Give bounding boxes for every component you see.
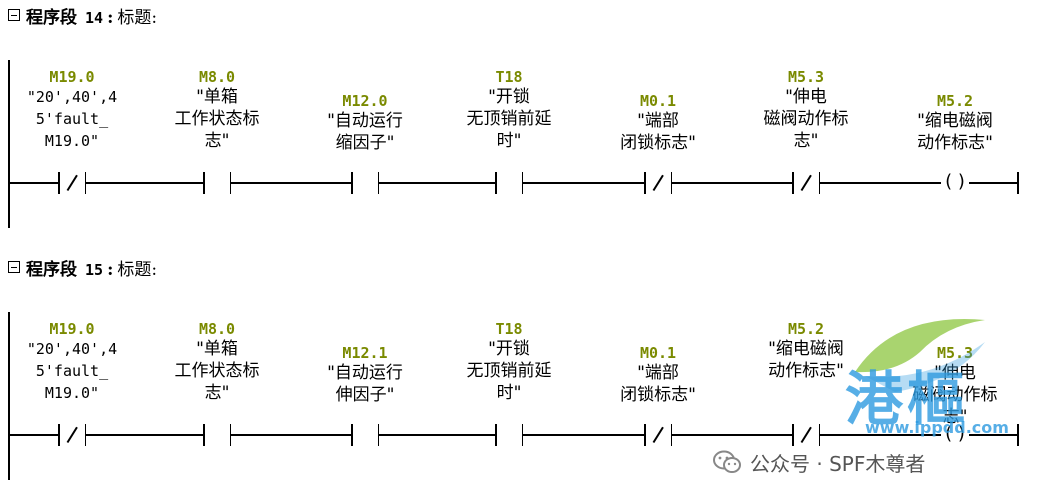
nc-contact-icon [58,424,86,446]
rung-wire [86,434,203,436]
rung-end-tick [1017,424,1019,446]
element-symbol: "端部 闭锁标志" [620,111,696,153]
nc-contact-icon [58,172,86,194]
rung-wire [231,182,351,184]
element-address: T18 [495,68,523,86]
element-symbol: "单箱 工作状态标 志" [174,87,260,151]
contact-normally-open[interactable]: M12.0"自动运行 缩因子" [290,0,440,200]
no-contact-icon [495,424,523,446]
rung-wire [969,434,1017,436]
contact-normally-open[interactable]: M8.0"单箱 工作状态标 志" [142,0,292,200]
rung-wire [672,434,792,436]
network-header: 程序段 15:标题: [8,252,157,282]
rung-wire [820,182,941,184]
network-title: 程序段 15:标题: [26,255,157,280]
element-address: M12.0 [342,92,388,110]
element-address: M19.0 [49,320,95,338]
element-symbol: "缩电磁阀 动作标志" [917,111,993,153]
rung-wire [86,182,203,184]
contact-normally-closed[interactable]: M0.1"端部 闭锁标志" [583,252,733,452]
element-symbol: "伸电 磁阀动作标 志" [912,363,998,427]
rung-wire [523,182,644,184]
rung-wire [231,434,351,436]
ladder-rung: M19.0 "20',40',4 5'fault_ M19.0" M8.0"单箱 工… [0,252,1049,482]
element-address: M5.2 [787,320,825,338]
element-symbol: "端部 闭锁标志" [620,363,696,405]
footer-attribution: 公众号 · SPF木尊者 [712,448,925,476]
element-address: T18 [495,320,523,338]
collapse-toggle-icon[interactable] [8,261,20,273]
network-title-text[interactable]: 标题: [117,259,158,280]
element-address: M8.0 [198,320,236,338]
network-title: 程序段 14:标题: [26,3,157,28]
contact-normally-open[interactable]: T18"开锁 无顶销前延 时" [434,0,584,200]
wechat-icon [713,450,741,473]
power-rail-left [8,60,10,228]
rung-wire [969,182,1017,184]
contact-normally-closed[interactable]: M19.0 "20',40',4 5'fault_ M19.0" [0,252,147,452]
contact-normally-open[interactable]: M12.1"自动运行 伸因子" [290,252,440,452]
rung-wire [379,182,495,184]
rung-wire [379,434,495,436]
rung-wire [672,182,792,184]
element-symbol: "开锁 无顶销前延 时" [466,339,552,403]
nc-contact-icon [644,424,672,446]
power-rail-left [8,312,10,480]
rung-wire [10,434,58,436]
ladder-coil[interactable]: M5.2"缩电磁阀 动作标志" ( ) [880,0,1030,200]
network-number: 15 [85,260,104,279]
element-address: M8.0 [198,68,236,86]
element-address: M0.1 [639,344,677,362]
nc-contact-icon [792,424,820,446]
no-contact-icon [495,172,523,194]
network-title-text[interactable]: 标题: [117,7,158,28]
element-address: M5.3 [936,344,974,362]
element-symbol: "单箱 工作状态标 志" [174,339,260,403]
rung-end-tick [1017,172,1019,194]
contact-normally-closed[interactable]: M5.3"伸电 磁阀动作标 志" [731,0,881,200]
no-contact-icon [203,424,231,446]
contact-normally-closed[interactable]: M19.0 "20',40',4 5'fault_ M19.0" [0,0,147,200]
element-symbol: "20',40',4 5'fault_ M19.0" [26,88,118,150]
network-label: 程序段 [26,7,77,28]
nc-contact-icon [644,172,672,194]
network-colon: : [107,7,114,28]
footer-text: 公众号 · SPF木尊者 [750,451,926,476]
element-address: M12.1 [342,344,388,362]
coil-icon: ( ) [945,423,965,444]
network-number: 14 [85,8,104,27]
element-address: M5.2 [936,92,974,110]
element-symbol: "自动运行 伸因子" [327,363,403,405]
rung-wire [10,182,58,184]
collapse-toggle-icon[interactable] [8,9,20,21]
no-contact-icon [351,172,379,194]
network-header: 程序段 14:标题: [8,0,157,30]
no-contact-icon [351,424,379,446]
coil-icon: ( ) [945,171,965,192]
rung-wire [523,434,644,436]
network-label: 程序段 [26,259,77,280]
element-symbol: "自动运行 缩因子" [327,111,403,153]
element-address: M19.0 [49,68,95,86]
contact-normally-closed[interactable]: M5.2"缩电磁阀 动作标志" [731,252,881,452]
contact-normally-open[interactable]: M8.0"单箱 工作状态标 志" [142,252,292,452]
contact-normally-open[interactable]: T18"开锁 无顶销前延 时" [434,252,584,452]
ladder-rung: M19.0 "20',40',4 5'fault_ M19.0" M8.0"单箱 工… [0,0,1049,230]
no-contact-icon [203,172,231,194]
contact-normally-closed[interactable]: M0.1"端部 闭锁标志" [583,0,733,200]
element-symbol: "伸电 磁阀动作标 志" [763,87,849,151]
rung-wire [820,434,941,436]
nc-contact-icon [792,172,820,194]
network-colon: : [107,259,114,280]
element-address: M0.1 [639,92,677,110]
element-symbol: "20',40',4 5'fault_ M19.0" [26,340,118,402]
element-address: M5.3 [787,68,825,86]
ladder-coil[interactable]: M5.3"伸电 磁阀动作标 志"( ) [880,252,1030,452]
element-symbol: "开锁 无顶销前延 时" [466,87,552,151]
element-symbol: "缩电磁阀 动作标志" [768,339,844,381]
